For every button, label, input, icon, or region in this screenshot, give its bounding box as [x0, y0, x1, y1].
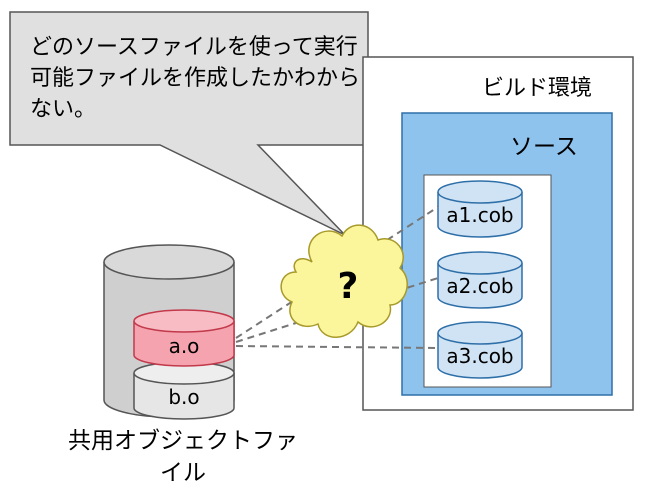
unknown-question-mark: ? — [337, 266, 359, 307]
shared-object-label: 共用オブジェクトファイル — [68, 428, 298, 486]
source-group-title: ソース — [510, 134, 578, 160]
speech-callout — [9, 11, 369, 236]
build-environment-title: ビルド環境 — [482, 76, 593, 101]
source-file-label: a2.cob — [446, 274, 514, 298]
member-label: b.o — [168, 385, 200, 409]
file-cylinder-a1 — [437, 180, 523, 238]
unknown-cloud — [280, 224, 408, 338]
file-cylinder-a3 — [437, 321, 523, 379]
source-file-label: a1.cob — [446, 203, 514, 227]
source-file-label: a3.cob — [446, 344, 514, 368]
callout-text: どのソースファイルを使って実行可能ファイルを作成したかわからない。 — [30, 35, 361, 122]
member-label: a.o — [168, 334, 200, 358]
file-cylinder-a2 — [437, 251, 523, 309]
member-cylinder-a — [133, 309, 235, 367]
member-cylinder-b — [133, 361, 235, 420]
